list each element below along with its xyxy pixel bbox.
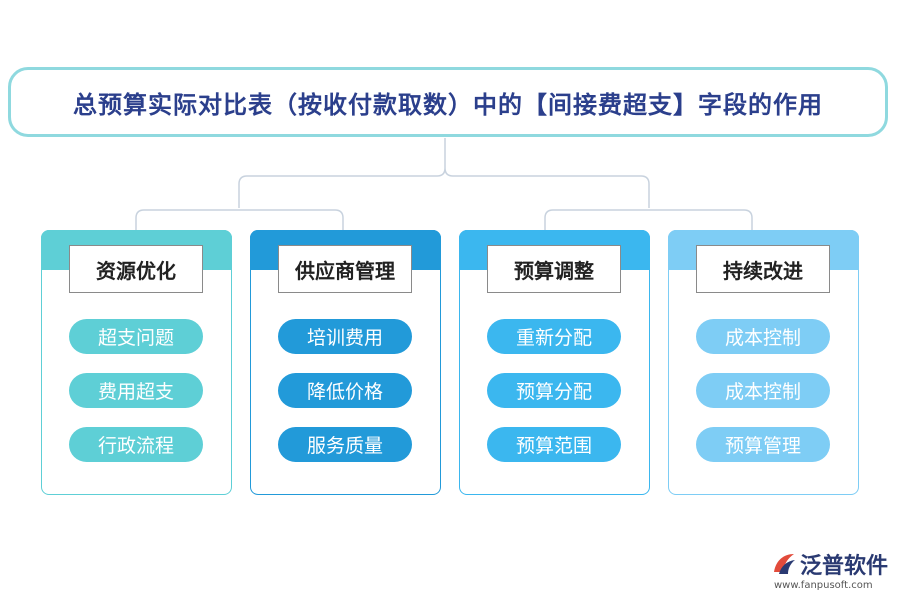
fanpu-logo-icon [774, 554, 795, 574]
connector-left-pair [135, 209, 344, 230]
card-budget-adjustment: 预算调整 重新分配 预算分配 预算范围 [458, 229, 650, 495]
logo-name: 泛普软件 [800, 554, 889, 579]
card-item: 行政流程 [69, 427, 203, 462]
card-heading: 预算调整 [487, 245, 621, 293]
card-resource-optimization: 资源优化 超支问题 费用超支 行政流程 [40, 229, 232, 495]
card-item: 成本控制 [696, 373, 830, 408]
brand-logo: 泛普软件 www.fanpusoft.com [770, 548, 894, 596]
card-item: 培训费用 [278, 319, 412, 354]
logo-url: www.fanpusoft.com [774, 580, 873, 591]
card-item: 降低价格 [278, 373, 412, 408]
card-item: 成本控制 [696, 319, 830, 354]
title-box: 总预算实际对比表（按收付款取数）中的【间接费超支】字段的作用 [8, 67, 888, 137]
card-heading: 供应商管理 [278, 245, 412, 293]
card-supplier-management: 供应商管理 培训费用 降低价格 服务质量 [249, 229, 441, 495]
card-continuous-improvement: 持续改进 成本控制 成本控制 预算管理 [667, 229, 859, 495]
card-heading: 资源优化 [69, 245, 203, 293]
connector-right-pair [544, 209, 753, 230]
card-heading: 持续改进 [696, 245, 830, 293]
card-item: 服务质量 [278, 427, 412, 462]
card-item: 重新分配 [487, 319, 621, 354]
card-item: 预算范围 [487, 427, 621, 462]
card-item: 超支问题 [69, 319, 203, 354]
diagram-title: 总预算实际对比表（按收付款取数）中的【间接费超支】字段的作用 [73, 89, 823, 119]
card-item: 费用超支 [69, 373, 203, 408]
card-item: 预算管理 [696, 427, 830, 462]
card-item: 预算分配 [487, 373, 621, 408]
connector-root [238, 138, 650, 208]
